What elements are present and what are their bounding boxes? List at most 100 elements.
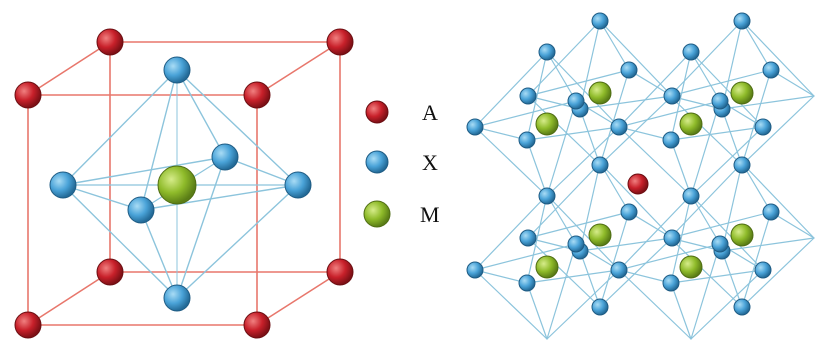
octahedron-edge [474,126,548,197]
octahedron-edge [599,95,673,166]
a-site-atom [14,81,42,109]
a-site-atom [14,311,42,339]
octahedron-edge [579,20,601,110]
octahedron-edge [618,126,692,197]
a-site-atom [96,28,124,56]
a-site-atom [326,28,354,56]
a-site-atom [243,81,271,109]
octahedron-edge [526,269,620,284]
a-site-atom [96,258,124,286]
octahedron-edge [546,269,620,340]
x-site-atom [49,171,77,199]
octahedron-edge [526,126,620,141]
octahedron-edge [741,237,815,308]
legend-swatch-a [365,100,389,124]
octahedron-edge [474,194,548,271]
legend-swatch-m [363,200,391,228]
x-site-atom [662,274,680,292]
octahedron-edge [526,139,548,197]
x-site-atom [762,61,780,79]
x-site-atom [733,156,751,174]
x-site-atom [127,196,155,224]
octahedron-edge [599,20,673,97]
octahedron-edge [176,69,226,158]
x-site-atom [620,61,638,79]
octahedron-edge [618,51,692,128]
x-site-atom [163,56,191,84]
octahedron-edge [474,269,528,284]
octahedron-edge [579,108,601,166]
octahedron-edge [579,237,673,252]
a-site-atom [326,258,354,286]
octahedron-edge [62,69,178,186]
perovskite-lattice-diagram [466,12,815,340]
x-site-atom [466,261,484,279]
octahedron-edge [618,100,721,128]
octahedron-edge [690,269,764,340]
unit-cell-diagram [14,28,354,339]
cube-edge [256,271,341,326]
m-site-atom [730,223,754,247]
octahedron-edge [140,69,178,211]
octahedron-edge [721,237,815,252]
octahedron-edge [546,51,577,102]
x-site-atom [663,229,681,247]
m-site-atom [535,255,559,279]
octahedron-edge [618,194,692,271]
legend: A X M [363,100,440,228]
octahedron-edge [599,20,630,71]
octahedron-edge [527,69,630,97]
octahedron-edge [546,126,620,197]
m-site-atom [535,112,559,136]
octahedron-edge [690,126,764,197]
x-site-atom [567,92,585,110]
octahedron-edge [741,95,815,166]
octahedron-edge [721,95,815,110]
octahedron-edge [721,162,743,252]
octahedron-edge [474,51,548,128]
octahedron-edge [176,69,299,186]
legend-label-a: A [422,100,438,125]
x-site-atom [754,261,772,279]
x-site-atom [538,43,556,61]
x-site-atom [518,274,536,292]
octahedron-edge [670,51,692,141]
octahedron-edge [670,282,692,340]
x-site-atom [663,87,681,105]
octahedron-edge [741,20,815,97]
octahedron-edge [618,126,672,141]
octahedron-edge [474,269,548,340]
x-site-atom [682,43,700,61]
octahedron-edge [546,243,577,340]
octahedron-edge [618,243,721,271]
x-site-atom [466,118,484,136]
octahedron-edge [741,20,772,71]
octahedron-edge [741,69,772,166]
x-site-atom [518,131,536,149]
x-site-atom [567,235,585,253]
octahedron-edge [527,20,601,97]
m-site-atom [730,81,754,105]
octahedron-edge [579,162,601,252]
octahedron-edge [176,184,299,299]
x-site-atom [591,298,609,316]
octahedron-edge [690,100,721,197]
octahedron-edge [690,51,764,128]
octahedron-edge [579,95,673,110]
x-site-atom [284,171,312,199]
x-site-atom [211,143,239,171]
octahedron-edge [669,237,743,308]
x-site-atom [762,203,780,221]
octahedron-edge [741,162,815,239]
m-site-atom [588,81,612,105]
octahedron-edge [670,139,692,197]
x-site-atom [733,298,751,316]
x-site-atom [682,187,700,205]
octahedron-edge [690,194,764,271]
octahedron-edge [546,51,620,128]
a-site-atom [627,173,649,195]
octahedron-edge [527,211,630,239]
octahedron-edge [618,269,672,284]
octahedron-edge [599,211,630,308]
cube-edge [27,271,111,326]
